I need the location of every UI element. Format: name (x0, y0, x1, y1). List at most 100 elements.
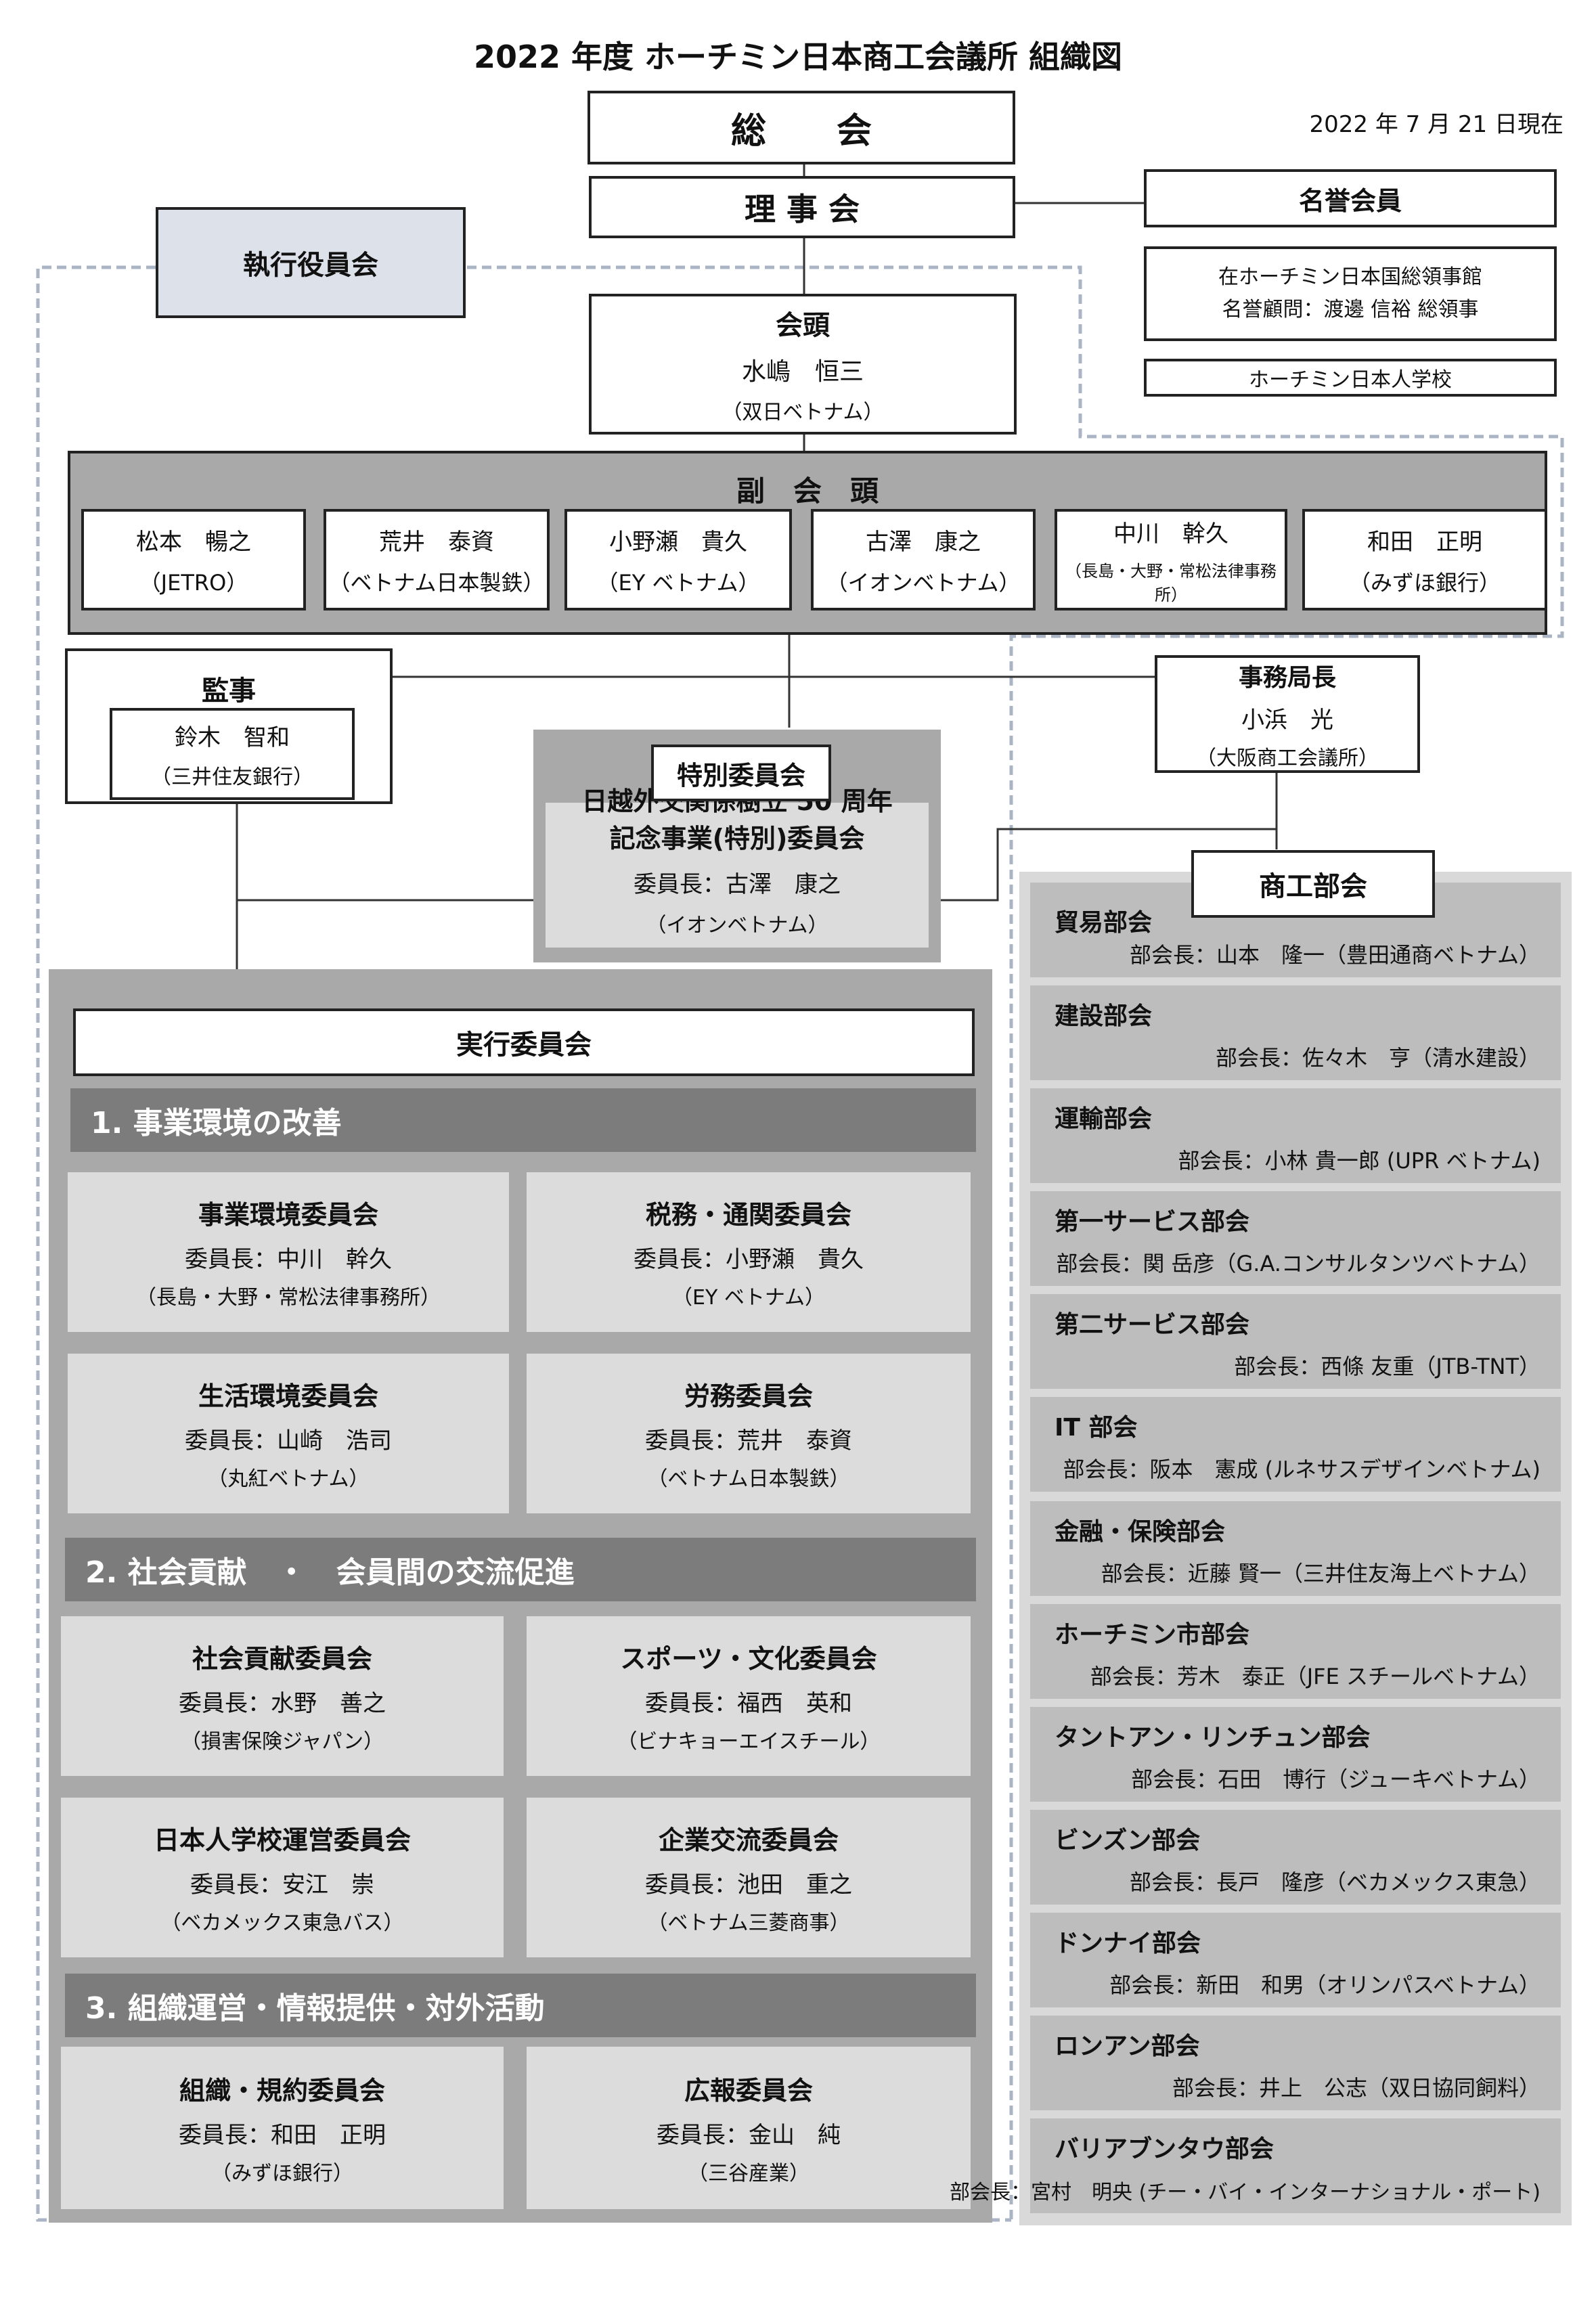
commerce-label-box: 商工部会 (1191, 850, 1435, 918)
committee-org: （丸紅ベトナム） (207, 1467, 370, 1491)
committee-org: （損害保険ジャパン） (181, 1730, 384, 1754)
auditor-label: 監事 (202, 675, 256, 707)
vice-chairman-card: 小野瀬 貴久 （EY ベトナム） (564, 509, 792, 610)
department-head: 部会長：阪本 憲成 (ルネサスデザインベトナム) (1063, 1457, 1540, 1482)
department-head: 部会長：山本 隆一（豊田通商ベトナム） (1129, 942, 1540, 968)
department-card: ロンアン部会部会長：井上 公志（双日協同飼料） (1030, 2016, 1561, 2110)
department-name: ビンズン部会 (1055, 1827, 1201, 1854)
department-head: 部会長：宮村 明央 (チー・バイ・インターナショナル・ポート) (950, 2181, 1540, 2204)
committee-chair: 委員長：池田 重之 (645, 1871, 852, 1898)
committee-name: 労務委員会 (684, 1381, 813, 1411)
commerce-label: 商工部会 (1259, 871, 1367, 902)
department-card: ドンナイ部会部会長：新田 和男（オリンパスベトナム） (1030, 1913, 1561, 2007)
department-name: 金融・保険部会 (1055, 1518, 1226, 1546)
committee-card: 組織・規約委員会委員長：和田 正明（みずほ銀行） (61, 2047, 504, 2209)
secretary-general-box: 事務局長 小浜 光 （大阪商工会議所） (1155, 655, 1420, 773)
section-header: 3. 組織運営・情報提供・対外活動 (65, 1974, 976, 2037)
department-name: バリアブンタウ部会 (1055, 2135, 1274, 2163)
secretary-general-name: 小浜 光 (1241, 706, 1333, 734)
vice-chairman-org: （みずほ銀行） (1348, 569, 1501, 596)
department-name: 第一サービス部会 (1055, 1208, 1250, 1236)
executive-officers-box: 執行役員会 (156, 207, 466, 318)
committee-name: 事業環境委員会 (198, 1200, 378, 1230)
vice-chairman-name: 古澤 康之 (866, 528, 981, 556)
auditor-name: 鈴木 智和 (175, 724, 290, 751)
committee-card: 事業環境委員会委員長：中川 幹久（長島・大野・常松法律事務所） (68, 1172, 509, 1332)
department-card: 第二サービス部会部会長：西條 友重（JTB-TNT） (1030, 1294, 1561, 1389)
auditor-box: 監事 鈴木 智和 （三井住友銀行） (65, 648, 393, 804)
department-card: ビンズン部会部会長：長戸 隆彦（ベカメックス東急） (1030, 1810, 1561, 1905)
department-name: IT 部会 (1055, 1414, 1138, 1442)
department-card: 金融・保険部会部会長：近藤 賢一（三井住友海上ベトナム） (1030, 1501, 1561, 1596)
vice-chairman-org: （イオンベトナム） (826, 569, 1021, 596)
vice-chairman-name: 松本 暢之 (136, 528, 251, 556)
committee-card: 企業交流委員会委員長：池田 重之（ベトナム三菱商事） (527, 1798, 971, 1957)
department-head: 部会長：近藤 賢一（三井住友海上ベトナム） (1101, 1561, 1540, 1586)
committee-card: 労務委員会委員長：荒井 泰資（ベトナム日本製鉄） (527, 1354, 971, 1513)
chairman-label: 会頭 (776, 310, 830, 341)
general-assembly-box: 総 会 (588, 91, 1015, 164)
committee-name: スポーツ・文化委員会 (620, 1644, 877, 1674)
consulate-line1: 在ホーチミン日本国総領事館 (1218, 265, 1482, 289)
vice-chairmen-panel: 副 会 頭 (68, 451, 1547, 635)
committee-chair: 委員長：小野瀬 貴久 (634, 1246, 864, 1273)
committee-name: 税務・通関委員会 (645, 1200, 851, 1230)
honorary-members-box: 名誉会員 (1144, 169, 1557, 227)
executive-committee-label: 実行委員会 (456, 1029, 592, 1061)
section-header: 1. 事業環境の改善 (70, 1088, 976, 1152)
vice-chairman-card: 和田 正明 （みずほ銀行） (1302, 509, 1547, 610)
committee-name: 広報委員会 (684, 2076, 813, 2106)
vice-chairman-name: 和田 正明 (1367, 528, 1482, 556)
department-name: 貿易部会 (1055, 909, 1153, 937)
section-header: 2. 社会貢献 ・ 会員間の交流促進 (65, 1538, 976, 1601)
department-card: バリアブンタウ部会部会長：宮村 明央 (チー・バイ・インターナショナル・ポート) (950, 2118, 1561, 2213)
department-name: ドンナイ部会 (1055, 1930, 1201, 1957)
department-card: IT 部会部会長：阪本 憲成 (ルネサスデザインベトナム) (1030, 1397, 1561, 1492)
department-name: 運輸部会 (1055, 1105, 1153, 1133)
executive-officers-label: 執行役員会 (243, 250, 378, 281)
page-title: 2022 年度 ホーチミン日本商工会議所 組織図 (473, 39, 1123, 75)
department-card: タントアン・リンチュン部会部会長：石田 博行（ジューキベトナム） (1030, 1707, 1561, 1802)
committee-card: 広報委員会委員長：金山 純（三谷産業） (527, 2047, 971, 2209)
committee-card: スポーツ・文化委員会委員長：福西 英和（ビナキョーエイスチール） (527, 1616, 971, 1776)
japanese-school-label: ホーチミン日本人学校 (1249, 368, 1452, 392)
committee-card: 生活環境委員会委員長：山崎 浩司（丸紅ベトナム） (68, 1354, 509, 1513)
committee-org: （ベカメックス東急バス） (160, 1911, 404, 1935)
board-box: 理 事 会 (589, 176, 1015, 238)
committee-org: （みずほ銀行） (211, 2162, 353, 2185)
department-head: 部会長：井上 公志（双日協同飼料） (1172, 2075, 1540, 2101)
special-committee-label: 特別委員会 (676, 760, 805, 791)
dashed-boundary-exec (467, 265, 1564, 2220)
auditor-inner: 鈴木 智和 （三井住友銀行） (110, 708, 355, 800)
special-committee-title2: 記念事業(特別)委員会 (609, 824, 865, 853)
committee-org: （ベトナム日本製鉄） (647, 1467, 850, 1491)
vice-chairman-name: 小野瀬 貴久 (609, 528, 747, 556)
chairman-org: （双日ベトナム） (722, 401, 884, 424)
committee-chair: 委員長：金山 純 (657, 2122, 841, 2149)
department-card: 第一サービス部会部会長：関 岳彦（G.A.コンサルタンツベトナム） (1030, 1191, 1561, 1286)
special-committee-body: 日越外交関係樹立 50 周年 記念事業(特別)委員会 委員長：古澤 康之 （イオ… (546, 786, 929, 948)
vice-chairman-name: 中川 幹久 (1113, 520, 1228, 548)
committee-chair: 委員長：水野 善之 (179, 1690, 386, 1717)
department-head: 部会長：小林 貴一郎 (UPR ベトナム) (1178, 1148, 1540, 1174)
department-card: 運輸部会部会長：小林 貴一郎 (UPR ベトナム) (1030, 1088, 1561, 1183)
vice-chairman-card: 古澤 康之 （イオンベトナム） (811, 509, 1036, 610)
consulate-box: 在ホーチミン日本国総領事館 名誉顧問：渡邊 信裕 総領事 (1144, 246, 1557, 341)
chairman-box: 会頭 水嶋 恒三 （双日ベトナム） (589, 294, 1017, 435)
vice-chairman-org: （JETRO） (139, 569, 248, 596)
vice-chairman-org: （ベトナム日本製鉄） (328, 569, 545, 596)
consulate-line2: 名誉顧問：渡邊 信裕 総領事 (1222, 298, 1479, 321)
department-name: ロンアン部会 (1055, 2032, 1200, 2060)
committee-name: 生活環境委員会 (198, 1381, 378, 1411)
department-head: 部会長：関 岳彦（G.A.コンサルタンツベトナム） (1056, 1251, 1540, 1276)
committee-name: 組織・規約委員会 (179, 2076, 385, 2106)
committee-name: 社会貢献委員会 (192, 1644, 372, 1674)
vice-chairman-org: （EY ベトナム） (596, 569, 760, 596)
department-name: タントアン・リンチュン部会 (1055, 1724, 1371, 1752)
department-head: 部会長：佐々木 亨（清水建設） (1215, 1045, 1540, 1071)
committee-name: 日本人学校運営委員会 (153, 1825, 411, 1855)
committee-chair: 委員長：中川 幹久 (185, 1246, 392, 1273)
vice-chairman-card: 中川 幹久（長島・大野・常松法律事務所） (1055, 509, 1287, 610)
board-label: 理 事 会 (744, 191, 860, 227)
